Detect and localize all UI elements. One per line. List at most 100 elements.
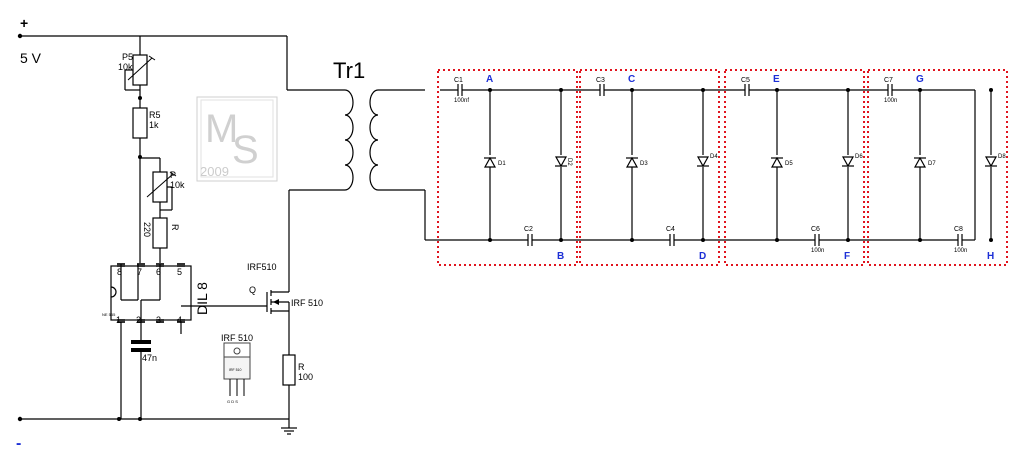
r5-name: R5 [149,110,161,120]
supply-voltage-label: 5 V [20,50,42,66]
stage-3-d2-label: D6 [855,154,863,160]
stage-3-junction-dot [846,88,850,92]
ic-pin-5: 5 [177,267,182,277]
stage-1-node-bottom-dot [559,238,563,242]
source-resistor-name: R [298,362,305,372]
stage-3-top-cap-name: C5 [741,77,750,84]
r5-value: 1k [149,120,159,130]
stage-3-bottom-cap-name: C6 [811,226,820,233]
stage-1-node-top-label: A [486,74,493,85]
stage-1-d1-body [483,156,497,168]
stage-4-box [867,69,1008,266]
mosfet-irf510 [180,189,345,355]
stage-2-node-top-dot [630,88,634,92]
stage-1-box [437,69,578,266]
stage-1-junction-dot [488,238,492,242]
stage-3-box [724,69,865,266]
watermark-s: S [232,128,259,172]
source-resistor [281,354,297,435]
timing-capacitor [120,322,151,419]
ic-pin-1: 1 [116,315,121,325]
stage-4-d1-label: D7 [928,161,936,167]
mosfet-name-label: IRF 510 [291,298,323,308]
r-value: 220 [142,222,152,237]
p-name: P [170,170,176,180]
stage-1-d2-label: D2 [566,158,572,166]
stage-4-bottom-cap-value: 100n [954,248,967,254]
source-resistor-value: 100 [298,372,313,382]
stage-1-d1-label: D1 [498,161,506,167]
transformer-label: Tr1 [333,58,365,83]
stage-4-junction-dot [918,238,922,242]
stage-1-d2-body [554,156,568,168]
ic-pin-7: 7 [137,267,142,277]
minus-terminal-label: - [16,435,21,452]
ic-dil8 [110,263,192,323]
stage-4-node-top-dot [918,88,922,92]
mosfet-q-label: Q [249,285,256,295]
stage-3-d1-label: D5 [785,161,793,167]
stage-1-top-cap-name: C1 [454,77,463,84]
stage-2-box [579,69,720,266]
ic-chip-text: NE 555 [102,312,116,317]
stage-3-node-top-dot [775,88,779,92]
stage-4-node-bottom-dot [989,238,993,242]
stage-3-d2-body [841,156,855,168]
stage-4-d2-label: D8 [998,154,1006,160]
irf510-package-drawing [223,342,251,396]
supply-rails [17,33,289,422]
stage-2-node-top-label: C [628,74,635,85]
package-text: IRF 510 [229,368,242,372]
ic-pin-2: 2 [136,315,141,325]
stage-1-bottom-cap-name: C2 [524,226,533,233]
p5-name: P5 [122,52,133,62]
stage-2-junction-dot [701,88,705,92]
ic-pin-3: 3 [156,315,161,325]
stage-2-d2-label: D4 [710,154,718,160]
stage-2-junction-dot [630,238,634,242]
watermark-m: M [205,107,238,151]
package-pin-labels: G D S [227,399,238,404]
stage-2-node-bottom-label: D [699,251,706,262]
stage-4-bottom-cap-name: C8 [954,226,963,233]
stage-1-node-bottom-label: B [557,251,564,262]
stage-3-node-bottom-label: F [844,251,850,262]
stage-3-node-top-label: E [773,74,780,85]
stage-4-node-bottom-label: H [987,251,994,262]
stage-2-top-cap-name: C3 [596,77,605,84]
ic-package-label: DIL 8 [194,282,210,315]
stage-3-node-bottom-dot [846,238,850,242]
stage-4-junction-dot [989,88,993,92]
stage-4-d1-body [913,156,927,168]
stage-1-top-cap-value: 100nf [454,98,469,104]
stage-4-d2-body [984,156,998,168]
transformer-tr1 [286,36,440,241]
stage-2-d1-label: D3 [640,161,648,167]
watermark-logo: M S 2009 [196,96,278,182]
stage-1-node-top-dot [488,88,492,92]
stage-4-top-cap-name: C7 [884,77,893,84]
capacitor-value: 47n [142,353,157,363]
ic-pin-4: 4 [177,315,182,325]
stage-3-d1-body [770,156,784,168]
mosfet-type-label: IRF510 [247,262,277,272]
stage-2-node-bottom-dot [701,238,705,242]
ic-pin-8: 8 [117,267,122,277]
stage-2-d2-body [696,156,710,168]
watermark-year: 2009 [200,164,229,179]
p5-value: 10k [118,62,133,72]
stage-2-d1-body [625,156,639,168]
left-resistor-chain [124,36,177,264]
r-name: R [170,224,180,231]
stage-1-junction-dot [559,88,563,92]
ic-pin-6: 6 [156,267,161,277]
stage-3-bottom-cap-value: 100n [811,248,824,254]
stage-3-junction-dot [775,238,779,242]
stage-2-bottom-cap-name: C4 [666,226,675,233]
stage-4-node-top-label: G [916,74,924,85]
plus-terminal-label: + [20,15,28,31]
stage-4-top-cap-value: 100n [884,98,897,104]
